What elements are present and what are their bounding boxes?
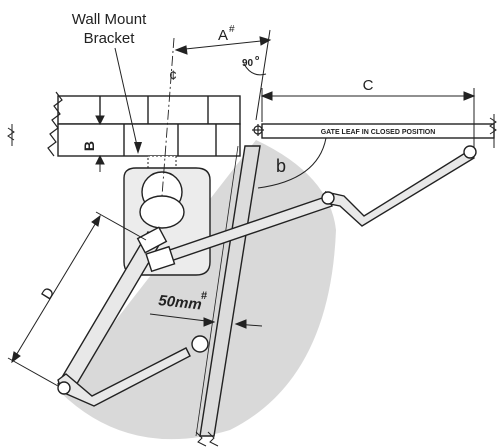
wall-mount-bracket-leader (114, 47, 139, 151)
dim-a-superscript: # (229, 24, 235, 35)
gate-break-right (489, 114, 497, 148)
angle-90-arc (243, 63, 267, 76)
gap-50mm-superscript: # (201, 290, 207, 302)
operator-arm-open (57, 226, 209, 407)
wall-mount-bracket-label: Wall Mount (72, 11, 147, 28)
dim-d (7, 211, 147, 387)
gate-leaf-label: GATE LEAF IN CLOSED POSITION (321, 129, 436, 136)
dim-a (174, 29, 272, 121)
dim-a-label: A (218, 27, 228, 44)
hinge-pivot (252, 124, 264, 136)
dim-c (260, 88, 476, 148)
centerline (161, 37, 175, 197)
angle-90-superscript: o (255, 55, 259, 62)
gate-break-bottom (195, 431, 219, 447)
dim-c-label: C (363, 77, 374, 94)
operator-arm-closed (151, 145, 477, 267)
dim-b (95, 110, 105, 172)
centerline-symbol: ¢ (169, 67, 177, 83)
angle-b-arc (257, 137, 327, 189)
wall-break-far-left (7, 124, 15, 146)
dim-50mm (149, 313, 263, 329)
gate-leaf (195, 145, 261, 437)
wall-break-left (47, 91, 63, 157)
gate-leaf-closed-bar: GATE LEAF IN CLOSED POSITION (261, 123, 495, 139)
angle-90-label: 90 (242, 58, 254, 69)
dim-d-label: D (38, 284, 58, 302)
swing-sweep-area (60, 140, 336, 440)
dim-b-label: B (81, 141, 97, 151)
angle-b-label: b (276, 156, 286, 176)
wall-mount-bracket-label-2: Bracket (84, 30, 136, 47)
gap-50mm-label: 50mm (158, 292, 203, 313)
wall (57, 95, 241, 157)
